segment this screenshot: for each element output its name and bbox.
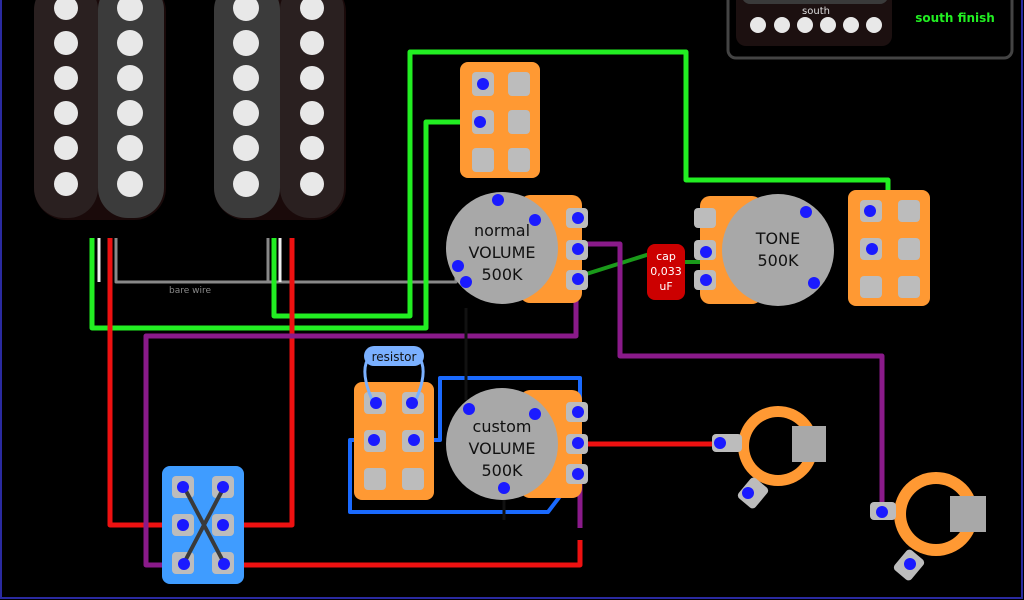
jack-2-tab	[950, 496, 986, 532]
pot-tone-line2: 500K	[757, 251, 799, 270]
south-pickup-label: south	[802, 6, 830, 17]
solder-point	[368, 434, 380, 446]
south-pickup-top	[743, 0, 887, 4]
solder-point	[572, 273, 584, 285]
solder-point	[866, 243, 878, 255]
solder-point	[864, 205, 876, 217]
south-pole-pieces	[750, 17, 882, 33]
solder-point	[498, 482, 510, 494]
resistor-label: resistor	[372, 350, 417, 364]
solder-point	[477, 78, 489, 90]
capacitor: cap 0,033 uF	[647, 244, 685, 300]
solder-point	[178, 558, 190, 570]
cap-line2: 0,033	[650, 265, 682, 278]
bare-wire-label: bare wire	[169, 286, 211, 296]
solder-point	[406, 397, 418, 409]
solder-point	[460, 276, 472, 288]
capacitor-body	[647, 244, 685, 300]
solder-point	[217, 481, 229, 493]
solder-point	[800, 206, 812, 218]
red-wire-neck-to-selector	[107, 238, 182, 528]
solder-point	[217, 519, 229, 531]
pickup-south-box: south south finish	[726, 0, 1014, 60]
solder-point	[452, 260, 464, 272]
resistor-body	[364, 346, 424, 366]
selector-cross-wires	[182, 486, 226, 564]
solder-point	[572, 243, 584, 255]
pickup-selector-switch[interactable]	[162, 466, 244, 584]
solder-point	[572, 212, 584, 224]
solder-point	[714, 437, 726, 449]
green-wire-neck-to-switch	[89, 119, 480, 331]
solder-point	[904, 558, 916, 570]
pot-normal-line3: 500K	[481, 265, 523, 284]
solder-point	[529, 408, 541, 420]
output-jack-2[interactable]	[870, 472, 986, 582]
pot-normal-line1: normal	[474, 221, 530, 240]
bare-wire	[114, 238, 270, 284]
purple-wire-volume-to-jack2	[580, 241, 885, 510]
solder-point	[177, 481, 189, 493]
solder-point	[700, 274, 712, 286]
solder-point	[492, 194, 504, 206]
solder-point	[463, 403, 475, 415]
cap-line1: cap	[656, 250, 676, 263]
switch-right-lugs	[860, 200, 920, 298]
switch-right[interactable]	[848, 190, 930, 306]
solder-point	[474, 116, 486, 128]
solder-points	[177, 78, 916, 570]
solder-point	[177, 519, 189, 531]
pot-tone-line1: TONE	[755, 229, 800, 248]
pot-tone-body	[722, 194, 834, 306]
pot-normal-line2: VOLUME	[469, 243, 536, 262]
jack-1-tab	[792, 426, 826, 462]
pole-pieces-right	[117, 0, 143, 197]
solder-point	[529, 214, 541, 226]
switch-resistor[interactable]: resistor	[354, 346, 434, 500]
pot-tone[interactable]: TONE 500K	[694, 194, 834, 306]
switch-top[interactable]	[460, 62, 540, 178]
solder-point	[572, 406, 584, 418]
solder-point	[572, 468, 584, 480]
pole-pieces-right	[300, 0, 324, 196]
solder-point	[876, 506, 888, 518]
solder-point	[370, 397, 382, 409]
south-pickup-body	[736, 0, 892, 46]
solder-point	[218, 558, 230, 570]
solder-point	[808, 277, 820, 289]
cap-line3: uF	[659, 280, 672, 293]
solder-point	[408, 434, 420, 446]
red-wire-selector-out	[226, 540, 583, 568]
south-finish-label: south finish	[915, 11, 995, 25]
pot-custom-line3: 500K	[481, 461, 523, 480]
pot-custom-line1: custom	[473, 417, 532, 436]
pot-custom-line2: VOLUME	[469, 439, 536, 458]
humbucker-bridge	[214, 0, 346, 220]
humbucker-neck	[34, 0, 166, 220]
solder-point	[700, 246, 712, 258]
solder-point	[572, 437, 584, 449]
solder-point	[742, 487, 754, 499]
pole-pieces-left	[233, 0, 259, 197]
pole-pieces-left	[54, 0, 78, 196]
purple-wire-selector	[143, 276, 579, 568]
